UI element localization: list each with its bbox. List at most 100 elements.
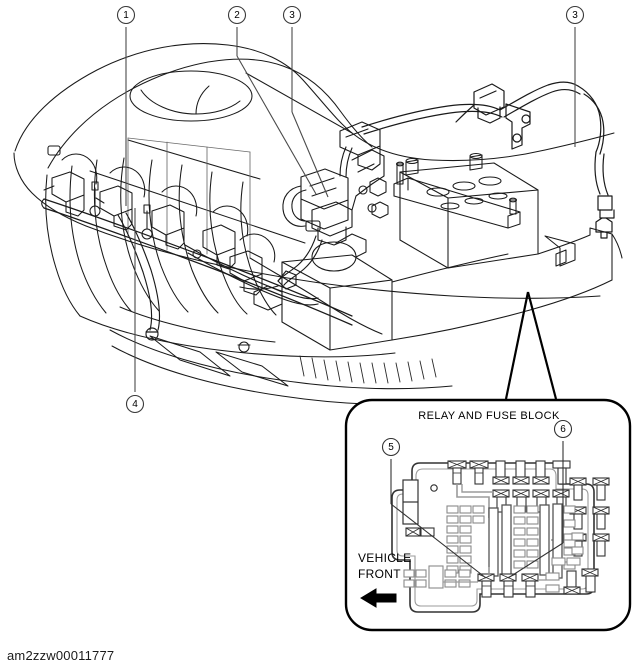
right-harness-main-bottom bbox=[363, 110, 503, 135]
battery-post-pos-top bbox=[469, 152, 483, 160]
wedge-right-edge bbox=[526, 291, 558, 400]
connector-pin bbox=[458, 579, 471, 588]
coil-3-boot bbox=[161, 185, 198, 217]
fuse bbox=[472, 515, 485, 524]
relay-x-mark bbox=[532, 489, 550, 498]
connector-pin bbox=[563, 539, 576, 548]
injector-connectors bbox=[43, 145, 276, 296]
right-harness-curve-b bbox=[583, 93, 605, 155]
battery-bolt-right bbox=[509, 199, 517, 215]
relay-cap-wide bbox=[552, 460, 571, 469]
right-harness-up-a bbox=[499, 81, 579, 111]
relay-x-mark bbox=[552, 489, 570, 498]
battery bbox=[393, 152, 539, 269]
engine-cover-oval-inner-left bbox=[140, 89, 241, 115]
apron-right-curve bbox=[611, 233, 623, 259]
battery-post-pos bbox=[469, 154, 483, 171]
fuel-rail bbox=[41, 198, 353, 326]
relay-body bbox=[503, 580, 514, 598]
right-terminal-mid bbox=[599, 209, 615, 219]
battery-top-left bbox=[399, 171, 449, 199]
harness-left-branch bbox=[117, 212, 161, 341]
callout-1-circle bbox=[116, 5, 136, 25]
coil-2-boot bbox=[109, 166, 146, 198]
harness-clamp-lower bbox=[477, 106, 501, 124]
engine-cover-oval-divider bbox=[195, 85, 210, 115]
fuse bbox=[513, 516, 526, 525]
coil-3-body bbox=[151, 204, 185, 236]
air-cleaner bbox=[281, 233, 393, 351]
harness-loop-inner bbox=[291, 189, 310, 222]
small-grommet-b bbox=[371, 201, 389, 219]
relay-x-mark bbox=[581, 568, 599, 577]
manifold-lower-flange bbox=[79, 315, 396, 358]
coil-5-boot bbox=[239, 233, 276, 263]
relay-unit-bottom-3 bbox=[521, 573, 539, 598]
harness-bracket-hole-2 bbox=[512, 133, 522, 143]
fender-apron bbox=[391, 227, 623, 341]
connector-pin bbox=[444, 579, 457, 588]
fuse bbox=[545, 572, 560, 581]
rail-stud-2-top bbox=[143, 204, 151, 214]
hood-left-edge bbox=[13, 152, 87, 227]
relay-body bbox=[495, 460, 506, 478]
firewall-line bbox=[85, 225, 601, 299]
apron-lip bbox=[544, 235, 576, 267]
right-harness-main-top bbox=[361, 103, 501, 128]
relay-body bbox=[596, 540, 606, 557]
center-lower-block bbox=[311, 201, 353, 237]
callout-5: 5 bbox=[381, 437, 487, 579]
runner-2-inner bbox=[120, 157, 160, 312]
center-bracket bbox=[351, 149, 385, 211]
battery-cap-1 bbox=[426, 187, 450, 197]
fuse-block-locator-hole bbox=[430, 484, 438, 492]
fuse bbox=[526, 538, 539, 547]
callout-4-circle bbox=[125, 394, 145, 414]
relay-x-mark bbox=[592, 506, 610, 515]
center-body-side bbox=[300, 198, 349, 230]
relay-group-top-left bbox=[447, 460, 489, 485]
relay-body bbox=[585, 575, 596, 593]
harness-clamp-body bbox=[473, 83, 505, 116]
upper-connector-line bbox=[345, 128, 369, 138]
callout-3a-label: 3 bbox=[289, 10, 295, 21]
runner-1-inner bbox=[69, 165, 107, 314]
callout-3a-leader-d bbox=[291, 111, 329, 198]
vehicle-front-label-line2: FRONT bbox=[358, 567, 401, 581]
small-grommet-a bbox=[369, 177, 387, 197]
callout-2-circle bbox=[227, 5, 247, 25]
coil-1-lower bbox=[65, 194, 85, 217]
right-harness bbox=[361, 81, 615, 239]
battery-bolt-right-head bbox=[508, 197, 518, 203]
fuse bbox=[513, 549, 526, 558]
cable-upper-center-2 bbox=[345, 147, 353, 178]
harness-left-1 bbox=[117, 214, 153, 331]
fuse bbox=[472, 505, 485, 514]
callout-1: 1 bbox=[116, 5, 136, 206]
fuse bbox=[459, 525, 472, 534]
callout-6-circle bbox=[553, 419, 573, 439]
harness-down-tail bbox=[239, 285, 279, 290]
right-harness-down-b bbox=[602, 153, 609, 196]
connector-x-mark bbox=[405, 527, 421, 537]
vehicle-front-indicator: VEHICLE FRONT bbox=[358, 551, 411, 608]
bracket-tail bbox=[455, 104, 475, 123]
fuse bbox=[459, 505, 472, 514]
fuse bbox=[526, 560, 539, 569]
relay-body bbox=[515, 460, 526, 478]
center-lower-connector bbox=[317, 226, 347, 246]
wedge-left-edge bbox=[504, 291, 530, 400]
fuse bbox=[545, 584, 560, 593]
harness-down-connector bbox=[277, 270, 297, 290]
bottom-right-relays bbox=[563, 568, 599, 595]
mid-right-cross-connector bbox=[563, 532, 584, 555]
connector-pin bbox=[571, 532, 584, 541]
fuse bbox=[526, 516, 539, 525]
engine-bay-illustration bbox=[13, 43, 623, 406]
battery-bolt-left-head bbox=[395, 161, 405, 167]
engine-cover-top bbox=[47, 58, 373, 169]
detail-panel-title: RELAY AND FUSE BLOCK bbox=[418, 410, 560, 422]
fuse-block-inner-outline bbox=[396, 468, 589, 607]
callout-5-leader-d bbox=[390, 503, 487, 579]
relay-x-mark bbox=[469, 460, 489, 469]
